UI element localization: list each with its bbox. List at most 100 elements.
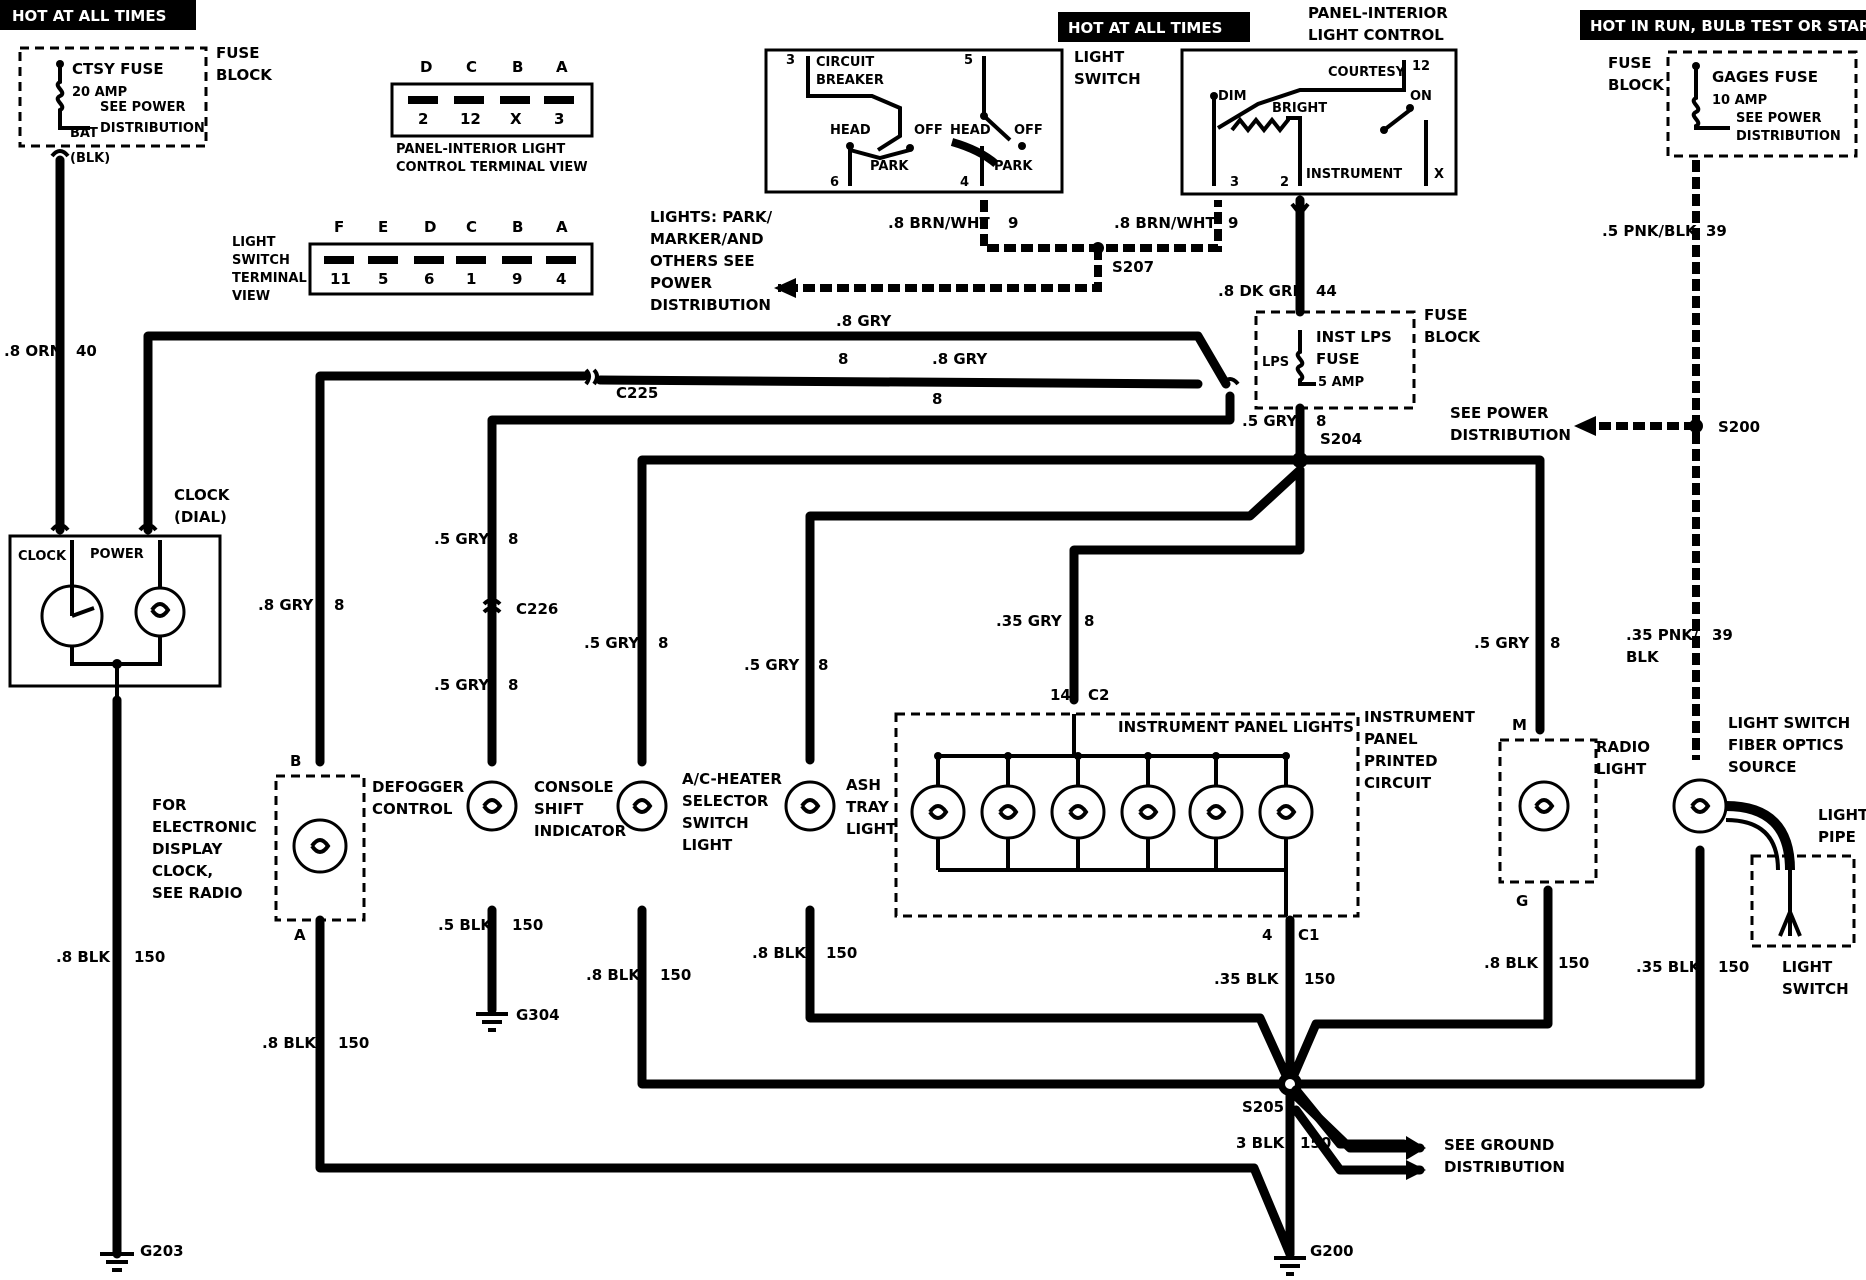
header-left: HOT AT ALL TIMES: [12, 7, 166, 25]
ctsy-fuse-label: CTSY FUSE: [72, 60, 164, 78]
svg-text:.35 BLK: .35 BLK: [1214, 970, 1280, 988]
blk-connector-label: (BLK): [70, 151, 110, 166]
wire-blk-defogger: [315, 915, 1295, 1259]
svg-text:C: C: [466, 218, 477, 236]
svg-text:DISTRIBUTION: DISTRIBUTION: [1736, 129, 1841, 144]
svg-text:4: 4: [556, 270, 566, 288]
wire-blk-fiber: [1285, 845, 1705, 1089]
svg-text:FOR: FOR: [152, 796, 187, 814]
connector-c1: C1: [1298, 926, 1319, 944]
svg-text:BRIGHT: BRIGHT: [1272, 101, 1327, 116]
svg-text:.5 GRY: .5 GRY: [744, 656, 800, 674]
svg-text:FIBER OPTICS: FIBER OPTICS: [1728, 736, 1844, 754]
svg-text:3: 3: [786, 53, 795, 68]
ctsy-fuse-symbol: [55, 64, 90, 130]
svg-text:3: 3: [554, 110, 564, 128]
svg-text:44: 44: [1316, 282, 1337, 300]
svg-text:150: 150: [1304, 970, 1335, 988]
svg-text:CONTROL: CONTROL: [372, 800, 453, 818]
svg-text:SEE POWER: SEE POWER: [100, 100, 185, 115]
svg-text:150: 150: [1300, 1134, 1331, 1152]
svg-text:.35 BLK: .35 BLK: [1636, 958, 1702, 976]
svg-text:3: 3: [1230, 175, 1239, 190]
clock-component: CLOCK (DIAL) CLOCK POWER FOR ELECTRONIC …: [8, 486, 257, 902]
svg-text:40: 40: [76, 342, 97, 360]
defogger-control: B A DEFOGGER CONTROL: [274, 752, 465, 944]
splice-s200: S200: [1718, 418, 1760, 436]
svg-text:8: 8: [1550, 634, 1560, 652]
svg-text:LIGHT: LIGHT: [1074, 48, 1125, 66]
svg-text:LIGHT: LIGHT: [682, 836, 733, 854]
svg-text:VIEW: VIEW: [232, 289, 270, 304]
svg-text:1: 1: [466, 270, 476, 288]
svg-text:G200: G200: [1310, 1242, 1354, 1260]
svg-text:TERMINAL: TERMINAL: [232, 271, 307, 286]
svg-text:.8 DK GRN: .8 DK GRN: [1218, 282, 1305, 300]
svg-text:.5 GRY: .5 GRY: [434, 530, 490, 548]
svg-text:B: B: [290, 752, 301, 770]
instrument-panel-bulb: [910, 784, 966, 840]
svg-text:OTHERS SEE: OTHERS SEE: [650, 252, 755, 270]
svg-text:5 AMP: 5 AMP: [1318, 375, 1364, 390]
svg-text:X: X: [1434, 167, 1444, 182]
svg-text:LIGHTS: PARK/: LIGHTS: PARK/: [650, 208, 773, 226]
svg-text:LIGHT: LIGHT: [846, 820, 897, 838]
wire-gry-console: [487, 391, 1235, 767]
radio-light: M G RADIO LIGHT: [1498, 716, 1650, 910]
svg-text:PARK: PARK: [870, 159, 909, 174]
svg-text:(DIAL): (DIAL): [174, 508, 227, 526]
svg-text:39: 39: [1712, 626, 1733, 644]
svg-text:5: 5: [964, 53, 973, 68]
svg-text:BLOCK: BLOCK: [1608, 76, 1665, 94]
svg-text:BLOCK: BLOCK: [1424, 328, 1481, 346]
splice-s207-dot: [1092, 242, 1104, 254]
ac-heater-selector-light: A/C-HEATER SELECTOR SWITCH LIGHT: [616, 770, 782, 854]
svg-text:LIGHT: LIGHT: [1818, 806, 1866, 824]
svg-text:6: 6: [830, 175, 839, 190]
svg-text:A/C-HEATER: A/C-HEATER: [682, 770, 782, 788]
svg-text:BREAKER: BREAKER: [816, 73, 884, 88]
svg-text:PANEL-INTERIOR LIGHT: PANEL-INTERIOR LIGHT: [396, 142, 565, 157]
splice-s205-dot: [1285, 1079, 1295, 1089]
svg-text:.5 BLK: .5 BLK: [438, 916, 493, 934]
svg-text:8: 8: [818, 656, 828, 674]
svg-text:.8 GRY: .8 GRY: [258, 596, 314, 614]
svg-text:SELECTOR: SELECTOR: [682, 792, 769, 810]
ground-g304: G304: [476, 1006, 560, 1032]
svg-text:.5 GRY: .5 GRY: [434, 676, 490, 694]
svg-text:G203: G203: [140, 1242, 184, 1260]
instrument-panel-bulb: [1120, 784, 1176, 840]
svg-text:RADIO: RADIO: [1596, 738, 1650, 756]
svg-text:CIRCUIT: CIRCUIT: [1364, 774, 1432, 792]
wire-blk-radio: [1285, 885, 1553, 1089]
svg-text:9: 9: [512, 270, 522, 288]
svg-text:G: G: [1516, 892, 1528, 910]
svg-text:12: 12: [1412, 59, 1430, 74]
svg-text:A: A: [556, 58, 568, 76]
svg-text:LIGHT SWITCH: LIGHT SWITCH: [1728, 714, 1850, 732]
svg-text:6: 6: [424, 270, 434, 288]
svg-text:.8 BLK: .8 BLK: [586, 966, 641, 984]
svg-text:PRINTED: PRINTED: [1364, 752, 1438, 770]
light-switch-box: LIGHT SWITCH CIRCUIT BREAKER 3 5 HEAD OF…: [764, 48, 1141, 194]
svg-text:OFF: OFF: [914, 123, 943, 138]
connector-c226: C226: [516, 600, 558, 618]
svg-text:150: 150: [826, 944, 857, 962]
svg-text:LIGHT: LIGHT: [1782, 958, 1833, 976]
svg-text:LIGHT CONTROL: LIGHT CONTROL: [1308, 26, 1444, 44]
wire-gry-35-c2: [1069, 465, 1305, 705]
svg-text:FUSE: FUSE: [1608, 54, 1651, 72]
svg-text:HEAD: HEAD: [950, 123, 991, 138]
header-right: HOT IN RUN, BULB TEST OR START: [1590, 17, 1866, 35]
svg-text:150: 150: [660, 966, 691, 984]
svg-text:SEE RADIO: SEE RADIO: [152, 884, 242, 902]
svg-text:CONSOLE: CONSOLE: [534, 778, 614, 796]
wire-gry-ac-radio: [637, 455, 1545, 767]
instrument-panel-lights: INSTRUMENT PANEL LIGHTS INSTRUMENT PANEL…: [894, 686, 1476, 944]
wire-gry-defogger: [315, 371, 589, 767]
svg-text:INDICATOR: INDICATOR: [534, 822, 627, 840]
wire-labels: .8 ORN 40 .8 GRY 8 .8 GRY 8 .5 GRY 8 .8 …: [4, 214, 1749, 1152]
svg-text:SWITCH: SWITCH: [1782, 980, 1849, 998]
connector-c225: C225: [616, 384, 658, 402]
svg-text:8: 8: [508, 530, 518, 548]
